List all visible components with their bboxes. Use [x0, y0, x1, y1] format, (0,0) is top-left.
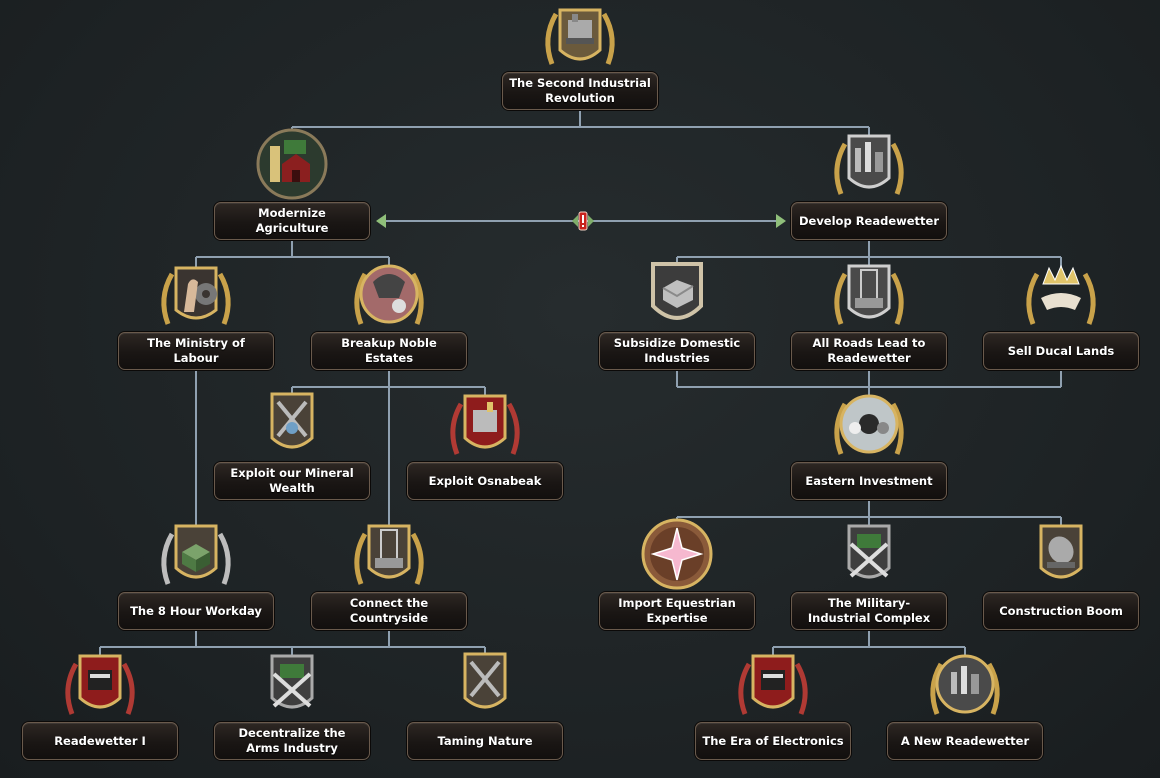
focus-label: Construction Boom: [983, 592, 1139, 630]
exclusion-arrow-right: [776, 214, 786, 228]
focus-decentralize-arms-industry[interactable]: Decentralize the Arms Industry: [214, 654, 370, 760]
focus-label: The Military-Industrial Complex: [791, 592, 947, 630]
farm-barn-icon: [250, 124, 334, 208]
focus-label: The Ministry of Labour: [118, 332, 274, 370]
railway-bulldozer-icon: [827, 254, 911, 338]
typewriter-red-icon: [731, 644, 815, 728]
focus-label: Subsidize Domestic Industries: [599, 332, 755, 370]
star-badge-icon: [635, 514, 719, 598]
broken-noble-icon: [347, 254, 431, 338]
focus-label: Exploit Osnabeak: [407, 462, 563, 500]
focus-label: Modernize Agriculture: [214, 202, 370, 240]
typewriter-red-icon: [58, 644, 142, 728]
crossed-rifles-factory-icon: [250, 644, 334, 728]
focus-subsidize-domestic-industries[interactable]: Subsidize Domestic Industries: [599, 262, 755, 370]
focus-ministry-of-labour[interactable]: The Ministry of Labour: [118, 266, 274, 370]
focus-label: A New Readewetter: [887, 722, 1043, 760]
city-factories-icon: [923, 644, 1007, 728]
crossed-shovels-icon: [443, 644, 527, 728]
factory-machinery-icon: [538, 0, 622, 78]
steel-ingot-icon: [635, 254, 719, 338]
focus-label: All Roads Lead to Readewetter: [791, 332, 947, 370]
focus-label: Sell Ducal Lands: [983, 332, 1139, 370]
focus-readewetter-i[interactable]: Readewetter I: [22, 654, 178, 760]
focus-all-roads-lead-to-readewetter[interactable]: All Roads Lead to Readewetter: [791, 264, 947, 370]
focus-label: Breakup Noble Estates: [311, 332, 467, 370]
exclamation-icon: [572, 211, 594, 231]
focus-label: Readewetter I: [22, 722, 178, 760]
railway-bulldozer-icon: [347, 514, 431, 598]
crossed-rifles-factory-icon: [827, 514, 911, 598]
exclusion-arrow-left: [376, 214, 386, 228]
focus-a-new-readewetter[interactable]: A New Readewetter: [887, 654, 1043, 760]
focus-exploit-mineral-wealth[interactable]: Exploit our Mineral Wealth: [214, 392, 370, 500]
green-buildings-icon: [154, 514, 238, 598]
focus-import-equestrian-expertise[interactable]: Import Equestrian Expertise: [599, 518, 755, 630]
focus-military-industrial-complex[interactable]: The Military-Industrial Complex: [791, 524, 947, 630]
focus-label: Exploit our Mineral Wealth: [214, 462, 370, 500]
crown-handshake-icon: [1019, 254, 1103, 338]
focus-label: The Era of Electronics: [695, 722, 851, 760]
worker-gear-icon: [154, 254, 238, 338]
focus-8-hour-workday[interactable]: The 8 Hour Workday: [118, 524, 274, 630]
crossed-shovels-icon: [250, 384, 334, 468]
industry-red-icon: [443, 384, 527, 468]
mutual-exclusion-marker[interactable]: [572, 210, 594, 232]
focus-label: Eastern Investment: [791, 462, 947, 500]
focus-second-industrial-revolution[interactable]: The Second Industrial Revolution: [502, 0, 658, 110]
focus-breakup-noble-estates[interactable]: Breakup Noble Estates: [311, 264, 467, 370]
focus-taming-nature[interactable]: Taming Nature: [407, 652, 563, 760]
focus-sell-ducal-lands[interactable]: Sell Ducal Lands: [983, 264, 1139, 370]
focus-eastern-investment[interactable]: Eastern Investment: [791, 394, 947, 500]
focus-label: Import Equestrian Expertise: [599, 592, 755, 630]
focus-connect-the-countryside[interactable]: Connect the Countryside: [311, 524, 467, 630]
focus-modernize-agriculture[interactable]: Modernize Agriculture: [214, 128, 370, 240]
metal-resources-icon: [827, 384, 911, 468]
city-factories-icon: [827, 124, 911, 208]
focus-era-of-electronics[interactable]: The Era of Electronics: [695, 654, 851, 760]
focus-exploit-osnabeak[interactable]: Exploit Osnabeak: [407, 394, 563, 500]
focus-label: The Second Industrial Revolution: [502, 72, 658, 110]
focus-label: Taming Nature: [407, 722, 563, 760]
focus-label: Connect the Countryside: [311, 592, 467, 630]
focus-label: Develop Readewetter: [791, 202, 947, 240]
focus-label: Decentralize the Arms Industry: [214, 722, 370, 760]
cement-mixer-icon: [1019, 514, 1103, 598]
focus-develop-readewetter[interactable]: Develop Readewetter: [791, 134, 947, 240]
focus-construction-boom[interactable]: Construction Boom: [983, 524, 1139, 630]
focus-label: The 8 Hour Workday: [118, 592, 274, 630]
